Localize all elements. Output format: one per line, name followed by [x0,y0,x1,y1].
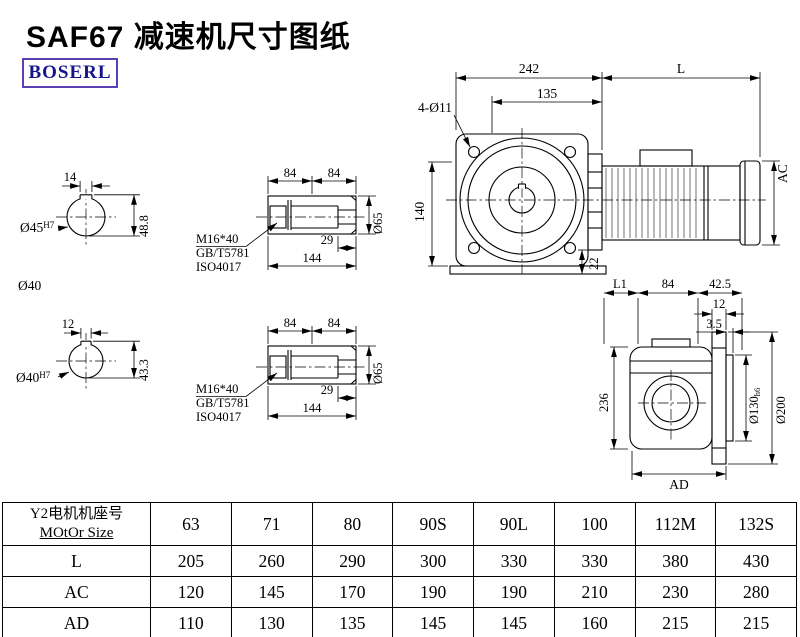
dim-42-5: 42.5 [709,277,731,291]
bolt-spec-bottom-1: M16*40 [196,382,238,396]
hollow-shaft-view-top: 84 84 29 144 Ø65 M16*40 GB/T5781 ISO4017 [196,166,385,274]
dim-keyway-depth-45: 48.8 [137,215,151,237]
table-cell: 71 [230,502,313,546]
bolt-spec-bottom-2: GB/T5781 [196,396,249,410]
motor-label-cn: Y2电机机座号 [29,506,124,523]
dim-242: 242 [519,61,539,76]
table-cell-row-label: AC [2,576,151,608]
table-cell-row-label: AD [2,607,151,637]
dim-84b-top: 84 [328,166,341,180]
table-row-AC: AC 120 145 170 190 190 210 230 280 [2,576,797,608]
dim-29-bottom: 29 [321,383,334,397]
dim-keyway-width-40: 12 [62,317,75,331]
section-view-output-shaft-top: 14 48.8 Ø45H7 [20,170,151,247]
dim-29-top: 29 [321,233,334,247]
dim-135: 135 [537,86,558,101]
dim-L: L [677,61,685,76]
table-cell: 330 [473,545,555,577]
dim-d200: Ø200 [774,396,788,424]
table-cell: 145 [230,576,313,608]
brand-logo-text: BOSERL [28,62,112,83]
table-cell: 210 [553,576,636,608]
table-cell: 330 [553,545,636,577]
dim-236: 236 [597,393,611,412]
dim-84-side: 84 [662,277,675,291]
dim-84b-bottom: 84 [328,316,341,330]
dim-84a-bottom: 84 [284,316,297,330]
dim-AD: AD [669,477,689,492]
table-cell: 230 [634,576,717,608]
bolt-spec-top-1: M16*40 [196,232,238,246]
motor-label-en: MOtOr Size [39,525,114,541]
dim-L1: L1 [613,277,627,291]
table-cell: 290 [311,545,394,577]
table-cell: 190 [473,576,555,608]
table-cell: 130 [230,607,313,637]
table-cell: 215 [634,607,717,637]
dim-144-top: 144 [303,251,323,265]
hollow-shaft-view-bottom: 84 84 29 144 Ø65 M16*40 GB/T5781 ISO4017 [196,316,385,424]
dim-22: 22 [587,258,601,271]
label-bore-40: Ø40H7 [16,370,51,385]
dim-keyway-width-45: 14 [64,170,77,184]
dim-144-bottom: 144 [303,401,323,415]
dim-AC: AC [775,164,790,183]
table-cell: 170 [311,576,394,608]
table-cell: 63 [150,502,232,546]
table-cell: 100 [553,502,636,546]
dim-3-5: 3.5 [706,317,722,331]
table-cell: 110 [150,607,232,637]
bolt-spec-bottom-3: ISO4017 [196,410,241,424]
table-row-AD: AD 110 130 135 145 145 160 215 215 [2,607,797,637]
side-view: L1 84 42.5 12 3.5 236 Ø130h6 Ø20 [597,277,788,492]
dim-d130: Ø130h6 [747,388,762,424]
dim-12-flange: 12 [713,297,726,311]
page-title: SAF67 减速机尺寸图纸 [26,21,351,54]
table-cell: 112M [634,502,717,546]
table-cell: 132S [715,502,797,546]
table-cell: 190 [392,576,474,608]
bolt-spec-top-2: GB/T5781 [196,246,249,260]
table-cell: 215 [715,607,797,637]
dim-140: 140 [412,202,427,223]
table-cell: 430 [715,545,797,577]
section-view-output-shaft-bottom: 12 43.3 Ø40H7 [16,317,151,391]
table-cell: 280 [715,576,797,608]
dim-84a-top: 84 [284,166,297,180]
table-row-motor-size: Y2电机机座号 MOtOr Size 63 71 80 90S 90L 100 … [2,502,797,546]
front-view: 242 L 135 4-Ø11 140 22 AC [412,61,790,275]
table-cell: 145 [473,607,555,637]
dim-keyway-depth-40: 43.3 [137,359,151,381]
dimension-table: Y2电机机座号 MOtOr Size 63 71 80 90S 90L 100 … [2,502,797,637]
table-cell-motor-label: Y2电机机座号 MOtOr Size [2,502,151,546]
table-cell: 80 [311,502,394,546]
table-row-L: L 205 260 290 300 330 330 380 430 [2,545,797,577]
brand-logo: BOSERL [22,58,118,88]
technical-drawing: 14 48.8 Ø45H7 Ø40 12 43.3 [16,61,790,492]
table-cell: 135 [311,607,394,637]
dim-d65-top: Ø65 [371,212,385,234]
table-cell-row-label: L [2,545,151,577]
table-cell: 120 [150,576,232,608]
table-cell: 145 [392,607,474,637]
table-cell: 90L [473,502,555,546]
table-cell: 160 [553,607,636,637]
table-cell: 260 [230,545,313,577]
label-shaft-d40: Ø40 [18,278,41,293]
table-cell: 90S [392,502,474,546]
table-cell: 300 [392,545,474,577]
table-cell: 380 [634,545,717,577]
bolt-spec-top-3: ISO4017 [196,260,241,274]
label-bolt-holes: 4-Ø11 [418,100,452,115]
table-cell: 205 [150,545,232,577]
dim-d65-bottom: Ø65 [371,362,385,384]
label-bore-45: Ø45H7 [20,220,55,235]
